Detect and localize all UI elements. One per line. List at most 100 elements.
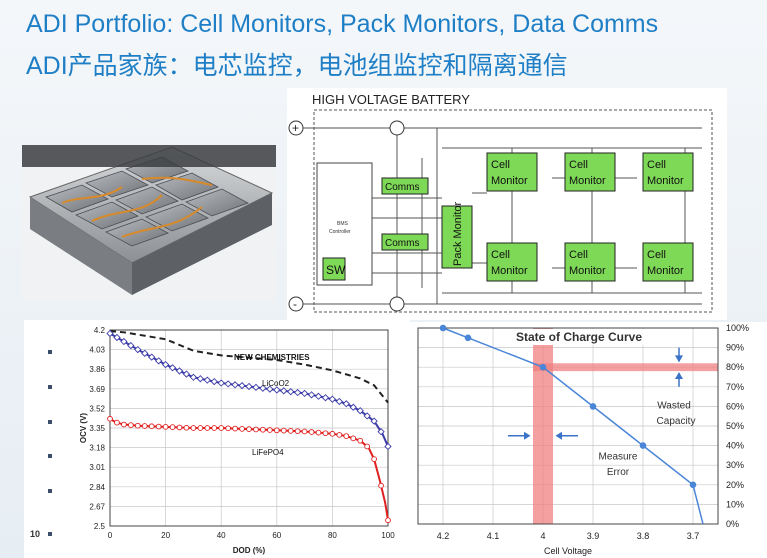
ocv-x-axis-label: DOD (%): [233, 546, 266, 555]
cell-monitor-top-3: Cell Monitor: [642, 152, 694, 192]
ocv-y-tick-label: 4.2: [94, 326, 106, 335]
ocv-data-point: [371, 456, 377, 462]
soc-y-tick-label: 20%: [726, 480, 744, 490]
svg-text:BMS: BMS: [337, 221, 349, 227]
ocv-data-point: [259, 384, 267, 392]
ocv-data-point: [182, 370, 191, 378]
ocv-data-point: [113, 333, 121, 342]
ocv-data-point: [225, 425, 232, 432]
ocv-data-point: [321, 394, 330, 402]
svg-text:Cell: Cell: [491, 249, 510, 261]
ocv-data-point: [239, 426, 245, 432]
ocv-data-point: [384, 442, 392, 451]
ocv-data-point: [294, 428, 301, 435]
ocv-data-point: [190, 425, 197, 431]
ocv-x-tick-label: 0: [108, 531, 113, 540]
soc-x-tick-label: 3.8: [637, 531, 650, 541]
ocv-data-point: [260, 426, 266, 433]
ocv-data-point: [349, 403, 357, 411]
ocv-data-point: [294, 388, 302, 397]
ocv-data-point: [121, 421, 127, 428]
svg-text:Monitor: Monitor: [569, 175, 606, 187]
ocv-data-point: [134, 422, 141, 429]
comms-block-top: [381, 177, 429, 195]
ocv-data-point: [335, 397, 343, 406]
ocv-data-point: [377, 428, 385, 436]
soc-plot-frame: [417, 327, 719, 525]
battery-pack-photo: [22, 145, 276, 301]
soc-wasted-arrowhead-down: [675, 355, 683, 363]
svg-text:Monitor: Monitor: [647, 265, 684, 277]
ocv-y-tick-label: 3.01: [89, 463, 105, 472]
ocv-data-point: [336, 432, 343, 438]
soc-data-point: [639, 442, 647, 449]
soc-y-tick-label: 40%: [726, 441, 744, 451]
ocv-data-point: [218, 425, 225, 431]
ocv-data-point: [253, 426, 259, 433]
cell-monitor-top-2: Cell Monitor: [564, 152, 616, 192]
ocv-data-point: [106, 329, 114, 338]
soc-x-tick-label: 3.9: [587, 531, 600, 541]
soc-data-point: [464, 334, 472, 342]
ocv-data-point: [385, 517, 391, 524]
ocv-y-tick-label: 3.69: [89, 385, 105, 394]
soc-error-label-2: Error: [607, 467, 630, 478]
diagram-title: HIGH VOLTAGE BATTERY: [312, 92, 470, 107]
soc-y-tick-label: 80%: [726, 362, 744, 372]
ocv-series-line-new-chemistries: [109, 330, 389, 404]
ocv-x-tick-label: 40: [217, 531, 226, 540]
ocv-data-point: [127, 341, 135, 350]
ocv-data-point: [107, 415, 113, 422]
ocv-data-point: [114, 419, 120, 426]
slide-title-en: ADI Portfolio: Cell Monitors, Pack Monit…: [26, 10, 659, 38]
pack-monitor-block: [441, 205, 473, 269]
ocv-data-point: [176, 424, 183, 431]
ocv-data-point: [314, 392, 323, 400]
svg-text:Cell: Cell: [647, 249, 666, 261]
ocv-data-point: [287, 388, 295, 396]
soc-wasted-capacity-band: [533, 363, 718, 372]
ocv-data-point: [189, 373, 198, 381]
ocv-data-point: [280, 427, 287, 434]
comms-block-bottom: [381, 233, 429, 251]
ocv-data-point: [308, 429, 315, 435]
soc-x-tick-label: 4.2: [437, 531, 450, 541]
ocv-data-point: [155, 423, 162, 430]
soc-data-point: [589, 403, 597, 410]
ocv-data-point: [141, 423, 148, 429]
svg-text:Cell: Cell: [569, 249, 588, 261]
ocv-data-point: [120, 337, 128, 346]
soc-plot-background: [408, 322, 767, 558]
ocv-y-tick-label: 3.35: [89, 424, 105, 433]
ocv-x-tick-label: 60: [272, 531, 281, 540]
svg-text:Controller: Controller: [329, 229, 351, 235]
cell-monitor-bottom-3: Cell Monitor: [642, 242, 694, 282]
soc-chart-title: State of Charge Curve: [516, 330, 642, 344]
ocv-data-point: [127, 422, 134, 428]
soc-y-tick-label: 50%: [726, 421, 744, 431]
soc-data-point: [439, 324, 447, 332]
svg-text:Cell: Cell: [647, 159, 666, 171]
soc-title-background: [504, 329, 654, 345]
ocv-data-point: [301, 428, 308, 435]
ocv-data-point: [211, 425, 218, 431]
soc-measure-error-band: [533, 328, 553, 524]
soc-wasted-label-1: Wasted: [657, 400, 691, 411]
soc-y-tick-label: 60%: [726, 401, 744, 411]
ocv-data-point: [162, 423, 169, 430]
ocv-data-point: [252, 383, 260, 391]
ocv-data-point: [134, 345, 142, 354]
svg-text:Comms: Comms: [385, 238, 419, 249]
svg-text:SW: SW: [326, 263, 346, 277]
ocv-data-point: [273, 386, 281, 394]
svg-text:Monitor: Monitor: [569, 265, 606, 277]
ocv-data-point: [197, 425, 204, 431]
ocv-data-point: [141, 349, 149, 357]
ocv-data-point: [155, 357, 163, 365]
svg-text:Comms: Comms: [385, 182, 419, 193]
ocv-data-point: [148, 423, 155, 430]
ocv-data-point: [161, 360, 170, 369]
cell-monitor-bottom-1: Cell Monitor: [486, 242, 538, 282]
ocv-data-point: [217, 379, 225, 387]
ocv-data-point: [231, 381, 239, 389]
